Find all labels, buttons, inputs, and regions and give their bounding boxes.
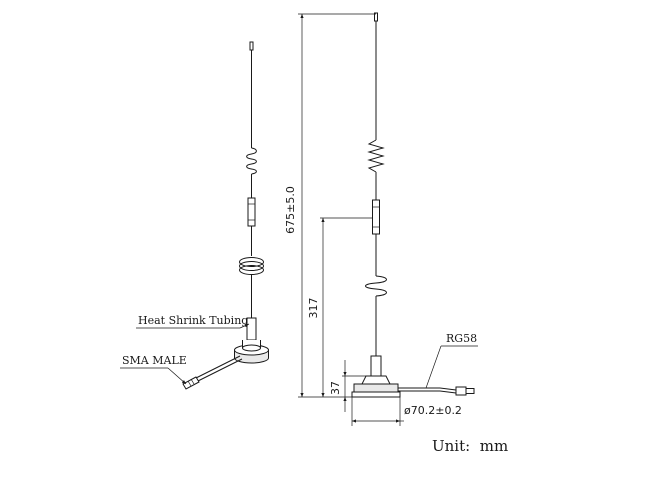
base-height-value: 37 — [329, 381, 342, 395]
elevation-view: RG58 675±5.0 317 37 ø70.2±0.2 — [284, 12, 478, 426]
rg58-label: RG58 — [446, 332, 477, 345]
sma-male-label: SMA MALE — [122, 354, 187, 367]
middle-height-value: 317 — [307, 298, 320, 319]
lower-coil — [239, 257, 264, 267]
perspective-view: Heat Shrink Tubing SMA MALE — [120, 41, 269, 390]
sma-connector — [182, 376, 200, 390]
total-height-value: 675±5.0 — [284, 186, 297, 234]
mid-sleeve — [247, 197, 256, 227]
unit-label: Unit: mm — [432, 437, 508, 455]
whip-tip — [249, 41, 254, 51]
upper-coil — [246, 147, 257, 175]
heat-shrink-label: Heat Shrink Tubing — [138, 314, 248, 327]
coax-cable — [195, 355, 241, 379]
magnetic-base — [353, 383, 399, 393]
heat-shrink-tubing — [370, 355, 382, 377]
heat-shrink-tubing — [246, 317, 257, 341]
mid-sleeve — [372, 199, 380, 235]
base-diameter-value: ø70.2±0.2 — [404, 404, 462, 417]
upper-coil — [367, 139, 385, 173]
sma-connector — [455, 386, 467, 396]
lower-coil — [365, 275, 387, 297]
coax-cable — [398, 387, 457, 391]
